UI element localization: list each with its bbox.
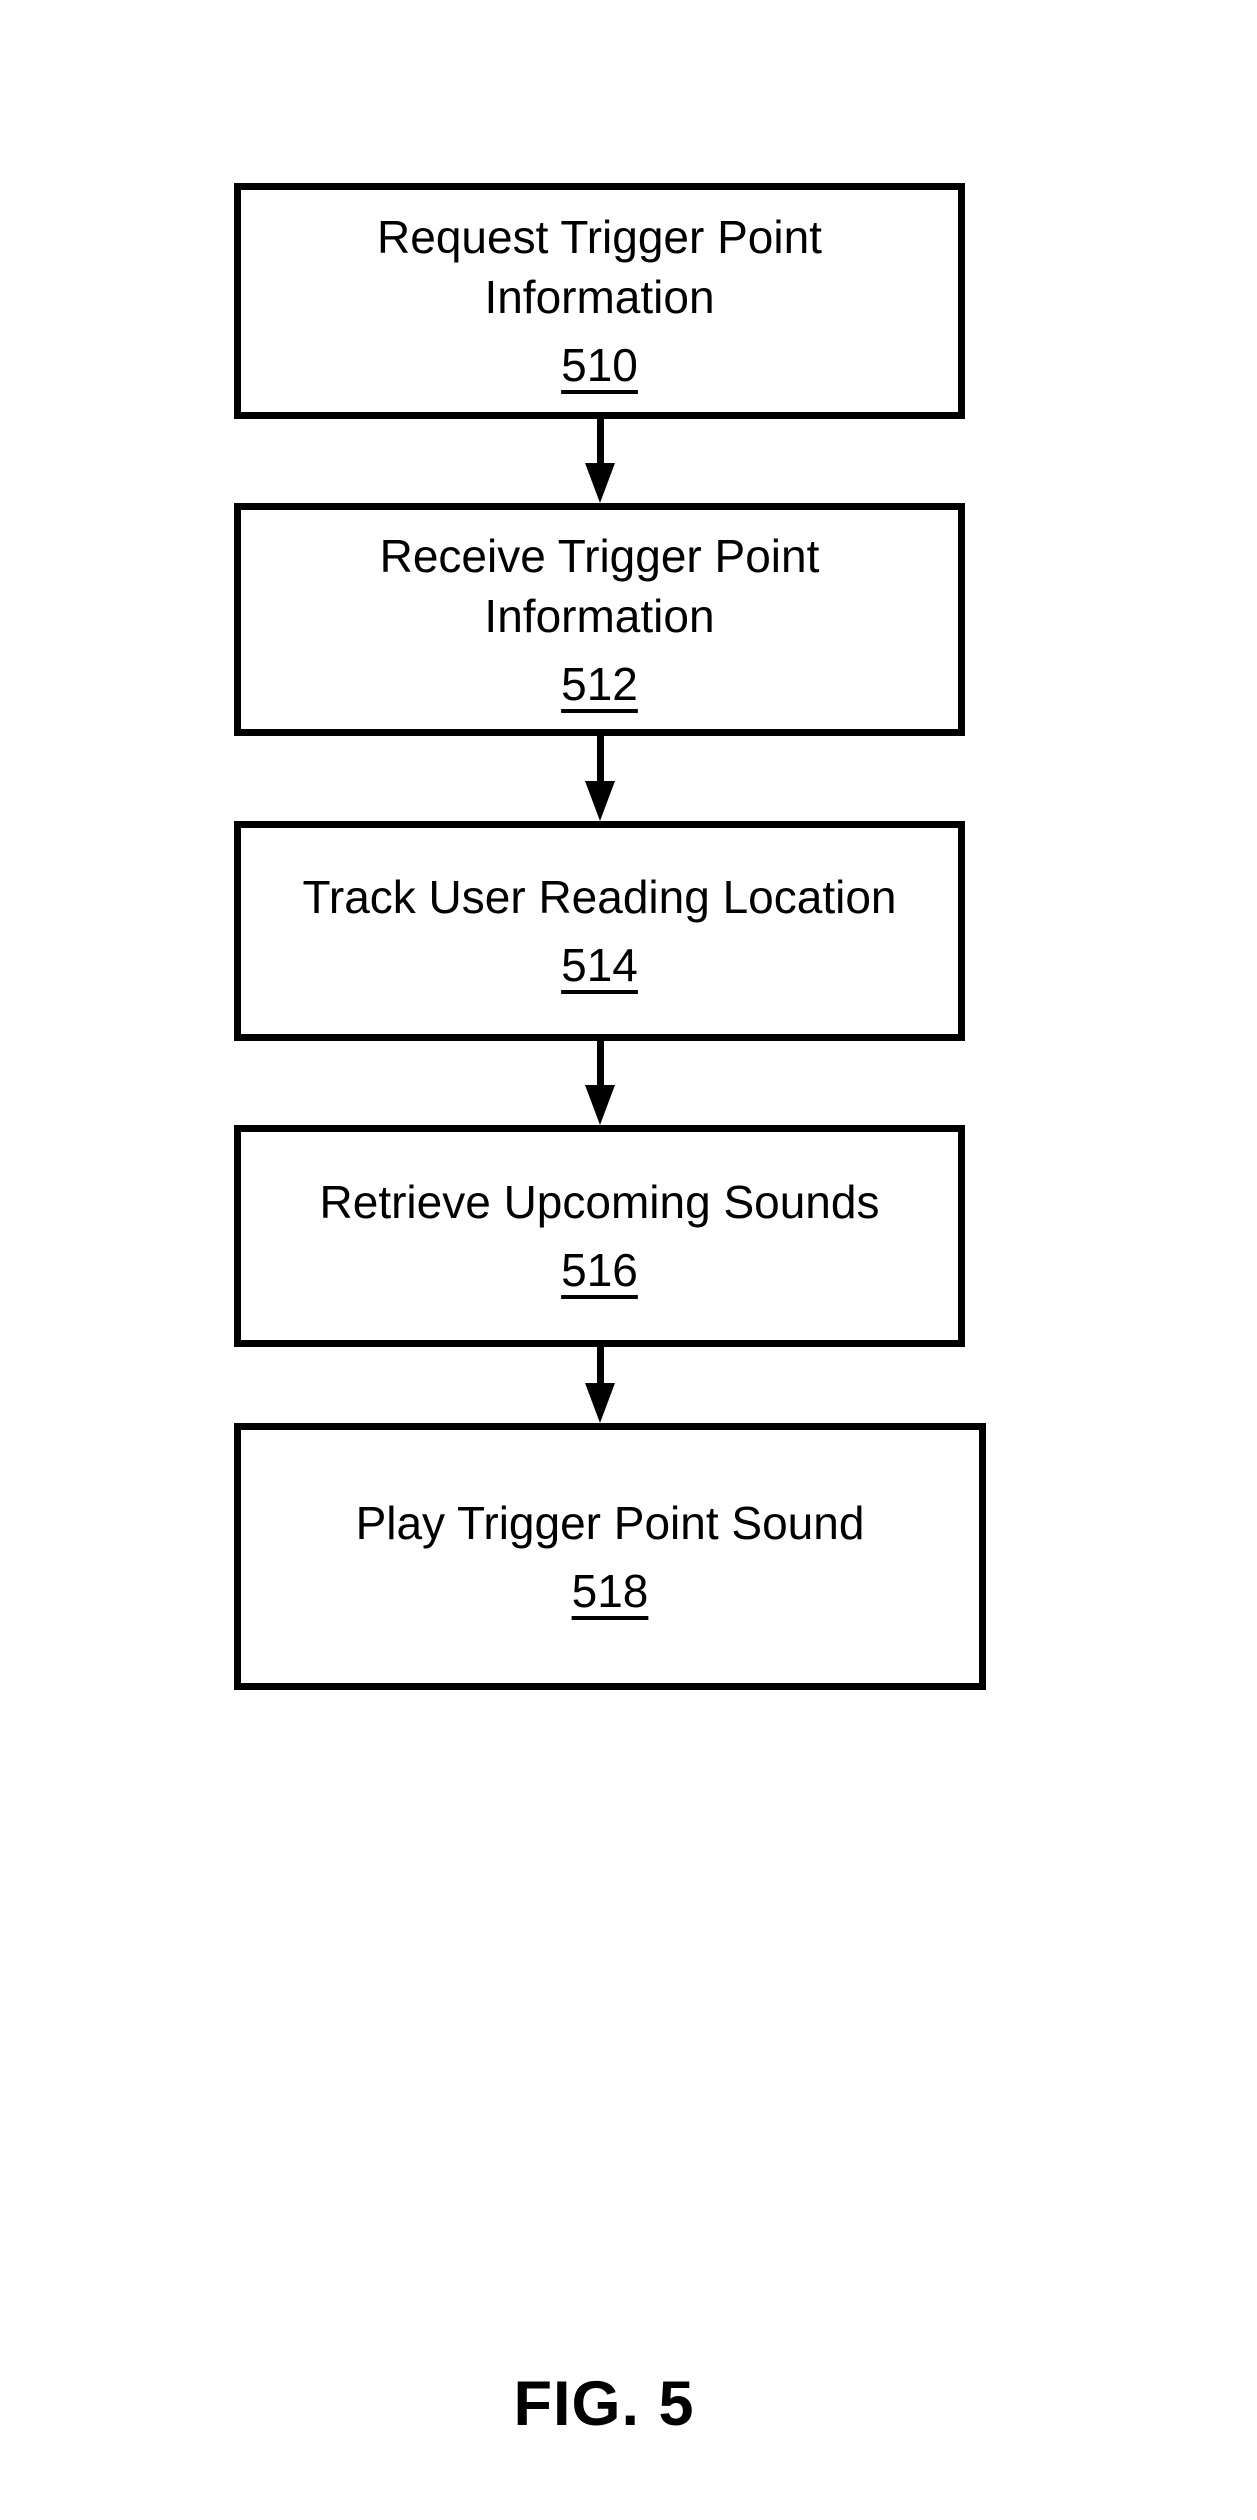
node-ref-numeral: 516 <box>561 1244 638 1296</box>
node-label: Request Trigger Point Information <box>377 211 822 323</box>
arrow-stem <box>596 1041 604 1085</box>
flow-node-518: Play Trigger Point Sound 518 <box>234 1423 986 1690</box>
arrow-head <box>585 1383 615 1423</box>
node-label: Track User Reading Location <box>302 871 897 923</box>
arrow-stem <box>596 1347 604 1383</box>
arrow-stem <box>596 419 604 463</box>
arrow-head <box>585 463 615 503</box>
figure-caption: FIG. 5 <box>513 2369 695 2439</box>
flow-node-510: Request Trigger Point Information 510 <box>234 183 965 419</box>
down-arrow-icon <box>585 419 615 503</box>
node-ref-numeral: 514 <box>561 939 638 991</box>
node-ref-numeral: 510 <box>561 339 638 391</box>
node-ref-numeral: 512 <box>561 657 638 710</box>
node-label: Play Trigger Point Sound <box>355 1496 865 1549</box>
flow-node-512: Receive Trigger Point Information 512 <box>234 503 965 736</box>
down-arrow-icon <box>585 1041 615 1125</box>
arrow-stem <box>596 736 604 781</box>
down-arrow-icon <box>585 736 615 821</box>
flow-node-514: Track User Reading Location 514 <box>234 821 965 1041</box>
node-label: Retrieve Upcoming Sounds <box>319 1176 880 1228</box>
flow-node-516: Retrieve Upcoming Sounds 516 <box>234 1125 965 1347</box>
node-ref-numeral: 518 <box>571 1564 649 1617</box>
down-arrow-icon <box>585 1347 615 1423</box>
arrow-head <box>585 781 615 821</box>
arrow-head <box>585 1085 615 1125</box>
node-label: Receive Trigger Point Information <box>379 529 820 642</box>
